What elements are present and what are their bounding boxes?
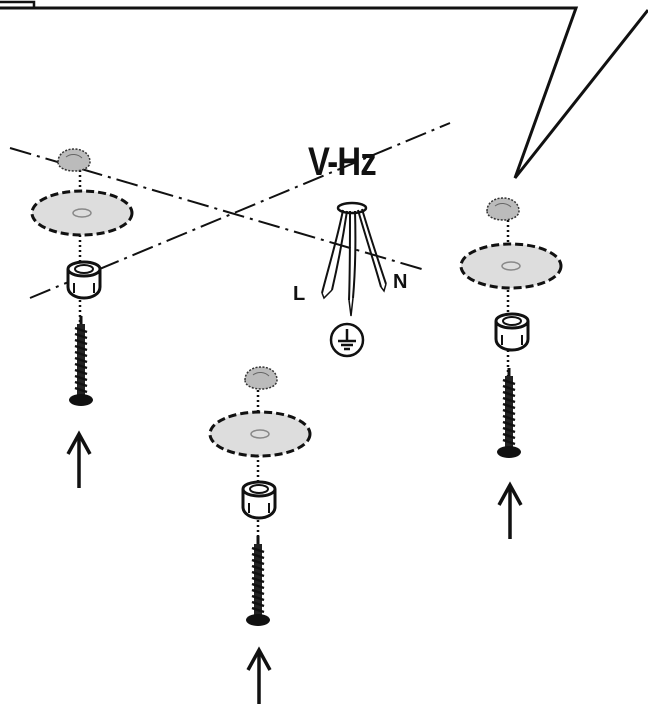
spacer-bushing-icon <box>494 312 530 352</box>
spacer-bushing-icon <box>241 480 277 520</box>
power-cable <box>321 201 387 317</box>
live-wire-label: L <box>293 283 306 305</box>
voltage-frequency-label: V-Hz <box>308 140 377 184</box>
ground-symbol-icon <box>329 322 365 358</box>
appliance-outline <box>0 6 648 179</box>
up-arrow-icon <box>497 483 523 541</box>
cap-nut-icon <box>486 197 520 221</box>
mount-assembly-center <box>208 366 312 706</box>
appliance-edge-detail <box>0 0 36 8</box>
mount-assembly-left <box>30 148 134 490</box>
up-arrow-icon <box>66 432 92 490</box>
washer-icon <box>30 189 134 237</box>
washer-icon <box>459 242 563 290</box>
washer-icon <box>208 410 312 458</box>
screw-icon <box>67 314 95 408</box>
mount-assembly-right <box>459 197 563 541</box>
screw-icon <box>244 534 272 628</box>
screw-icon <box>495 366 523 460</box>
neutral-wire-label: N <box>393 271 408 293</box>
up-arrow-icon <box>246 648 272 706</box>
spacer-bushing-icon <box>66 260 102 300</box>
cap-nut-icon <box>57 148 91 172</box>
cap-nut-icon <box>244 366 278 390</box>
